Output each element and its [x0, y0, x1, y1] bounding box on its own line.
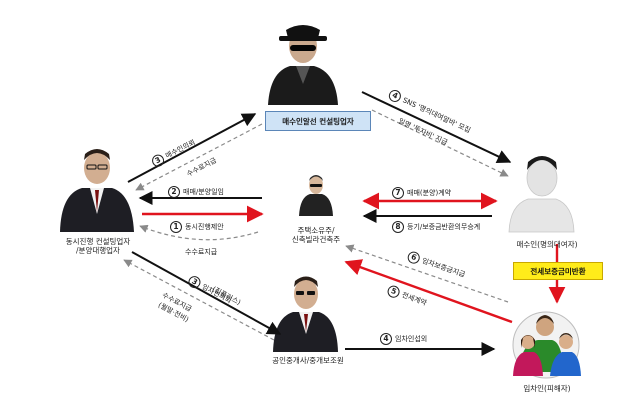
developer-label: 동시진행 컨설팅업자 /분양대행업자 — [65, 237, 131, 256]
arrow-lease-contract — [344, 259, 513, 324]
step-4b-badge: 4 — [380, 333, 392, 345]
broker-figure-icon — [273, 276, 338, 352]
arrow-fee-broker — [123, 259, 275, 341]
owner-figure-icon — [299, 175, 333, 216]
consulting-box: 매수인알선 컨설팅업자 — [265, 111, 371, 131]
step-1-badge: 1 — [170, 221, 182, 233]
owner-label: 주택소유주/ 신축빌라건축주 — [291, 226, 341, 245]
unreturned-box: 전세보증금미반환 — [513, 262, 603, 280]
arrow-sns-recruit — [361, 91, 512, 163]
edge-label-1-fee: 수수료지급 — [185, 248, 218, 256]
developer-figure-icon — [60, 149, 134, 232]
tenant-label: 임차인(피해자) — [523, 384, 571, 393]
arrow-tenant-request — [131, 251, 282, 335]
buyer-figure-icon — [508, 156, 575, 233]
arrow-fee-to-dev-center — [139, 224, 259, 241]
broker-label: 공인중개사/중개보조원 — [272, 356, 344, 365]
step-2-badge: 2 — [168, 186, 180, 198]
step-8-badge: 8 — [392, 221, 404, 233]
arrow-consult-request — [127, 113, 257, 183]
spy-figure-icon — [268, 25, 338, 105]
arrow-deposit-pay — [345, 244, 509, 303]
tenants-figure-icon — [512, 311, 581, 379]
buyer-label: 매수인(명의대여자) — [516, 240, 578, 249]
step-7-badge: 7 — [392, 187, 404, 199]
arrow-fee-to-dev-top — [135, 123, 263, 191]
